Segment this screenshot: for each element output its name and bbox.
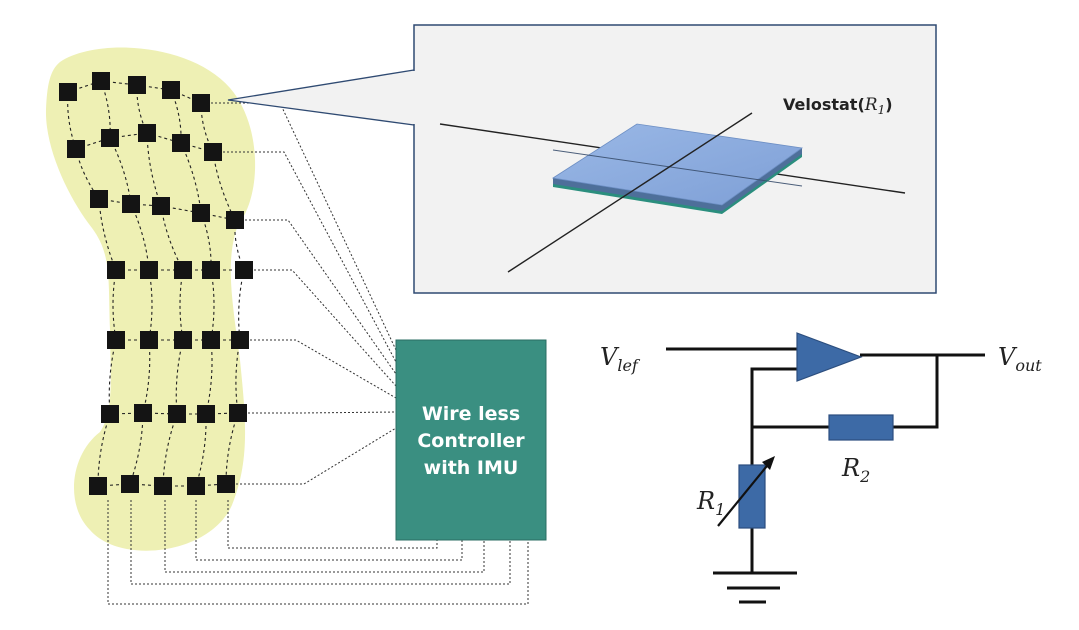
variable-resistor-arrowhead (762, 456, 775, 470)
sensor-r2-c1 (67, 140, 85, 158)
sensor-r2-c5 (204, 143, 222, 161)
velostat-top-surface (551, 123, 804, 206)
sensor-r7-c3 (154, 477, 172, 495)
bottom-sensor-wire (164, 500, 485, 573)
sensor-r5-c1 (107, 331, 125, 349)
sensor-row-wire (245, 219, 397, 375)
controller-label-line-1: Wire less (422, 403, 520, 425)
sensor-r1-c4 (162, 81, 180, 99)
op-amp (796, 332, 863, 382)
sensor-r5-c5 (231, 331, 249, 349)
bottom-sensor-wire (195, 500, 463, 561)
sensor-r3-c3 (152, 197, 170, 215)
sensor-r1-c5 (192, 94, 210, 112)
callout-pointer (227, 69, 415, 126)
sensor-r5-c3 (174, 331, 192, 349)
sensor-r7-c2 (121, 475, 139, 493)
sensor-r5-c4 (202, 331, 220, 349)
controller-box (395, 339, 547, 541)
sensor-r3-c1 (90, 190, 108, 208)
readout-circuit (666, 347, 985, 604)
velostat-side-layer (553, 148, 802, 211)
sensor-r6-c1 (101, 405, 119, 423)
sensor-row-wire (223, 151, 397, 363)
variable-resistor-arrow (717, 460, 772, 527)
sensor-row-wire (250, 339, 397, 399)
label-v-in: Vlef (600, 343, 641, 375)
mesh-column-segment (234, 219, 245, 271)
sensor-r6-c2 (134, 404, 152, 422)
bottom-sensor-wire (107, 500, 529, 605)
velostat-label: Velostat(R1) (783, 95, 893, 117)
sensor-r3-c5 (226, 211, 244, 229)
label-v-out: Vout (998, 343, 1042, 375)
sensor-array (59, 72, 253, 495)
mesh-column-segment (200, 102, 214, 153)
sensor-r6-c4 (197, 405, 215, 423)
sensor-row-wire (254, 269, 397, 387)
sensor-r1-c2 (92, 72, 110, 90)
sensor-r6-c5 (229, 404, 247, 422)
controller-label-line-2: Controller (417, 430, 525, 452)
mesh-column-segment (136, 84, 148, 134)
feedback-right-wire (893, 355, 939, 429)
controller-label-line-3: with IMU (424, 457, 519, 479)
sensor-r4-c4 (202, 261, 220, 279)
electrode-line-diagonal (507, 112, 753, 273)
insole (45, 47, 256, 551)
sensor-r4-c2 (140, 261, 158, 279)
sensor-r3-c2 (122, 195, 140, 213)
velostat-callout: Velostat(R1) (227, 24, 937, 294)
sensor-r7-c5 (217, 475, 235, 493)
sensor-r7-c1 (89, 477, 107, 495)
sensor-r4-c3 (174, 261, 192, 279)
bottom-sensor-wire (130, 500, 511, 585)
sensor-r2-c2 (101, 129, 119, 147)
sensor-row-wire (236, 427, 397, 485)
sensor-r2-c3 (138, 124, 156, 142)
sensor-r1-c1 (59, 83, 77, 101)
sensor-row-wire (248, 411, 397, 414)
mesh-column-segment (238, 269, 245, 341)
insole-outline (45, 47, 256, 551)
sensor-r1-c3 (128, 76, 146, 94)
sensor-r7-c4 (187, 477, 205, 495)
bottom-sensor-wire (227, 500, 438, 549)
resistor-r2 (828, 414, 894, 441)
sensor-r2-c4 (172, 134, 190, 152)
sensor-r5-c2 (140, 331, 158, 349)
sensor-r4-c5 (235, 261, 253, 279)
label-r1: R1 (696, 487, 725, 519)
sensor-r4-c1 (107, 261, 125, 279)
velostat-sheet (551, 123, 804, 214)
label-r2: R2 (841, 454, 870, 486)
sensor-r6-c3 (168, 405, 186, 423)
feedback-input-wire (750, 367, 797, 428)
wireless-controller: Wire less Controller with IMU (395, 339, 547, 541)
sensor-r3-c4 (192, 204, 210, 222)
